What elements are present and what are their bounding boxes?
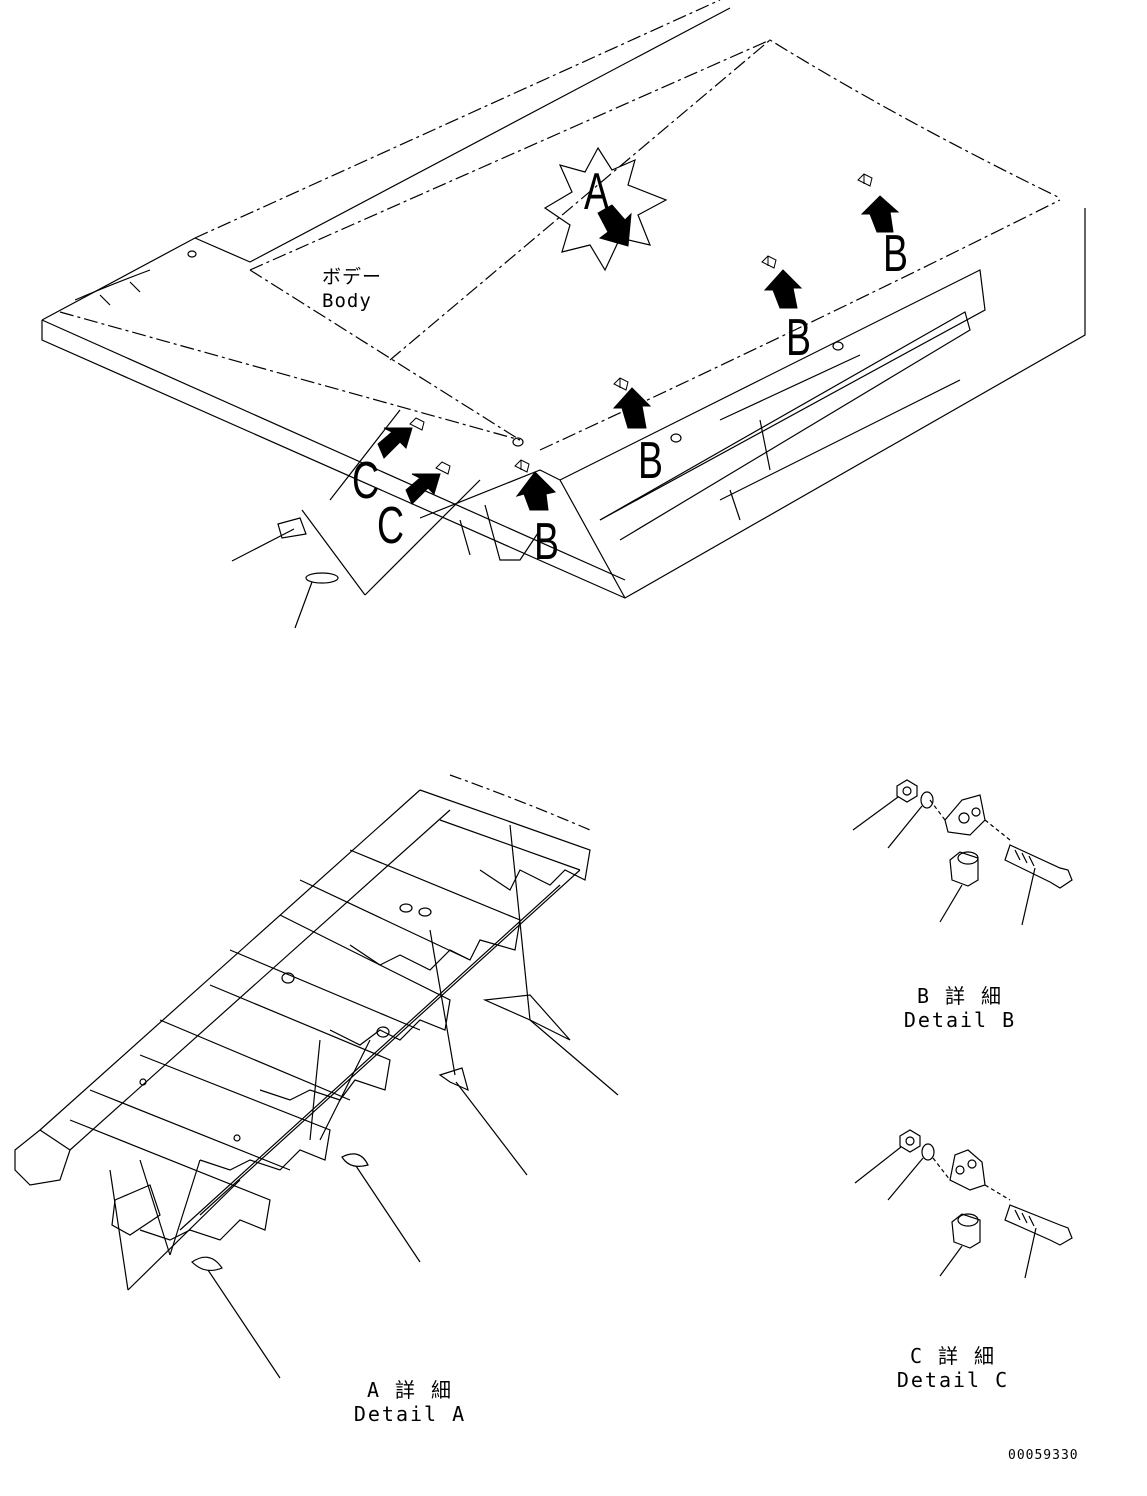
detail-a-caption-en: Detail A [353, 1402, 467, 1426]
callout-b-label-2: B [786, 309, 811, 367]
detail-b-drawing [853, 780, 1072, 925]
body-label-en: Body [322, 290, 372, 312]
arrow-b2-icon [765, 270, 801, 308]
arrow-c2-icon [406, 474, 440, 504]
callout-b-label-1: B [883, 225, 908, 283]
detail-a-drawing [15, 775, 618, 1378]
detail-c-drawing [855, 1130, 1072, 1278]
detail-c-caption-jp: C 詳 細 [909, 1344, 997, 1368]
callout-b-label-3: B [638, 432, 663, 490]
detail-b-caption-jp: B 詳 細 [916, 984, 1004, 1008]
detail-a-caption-jp: A 詳 細 [366, 1378, 454, 1402]
callout-a-label: A [584, 163, 609, 221]
callout-b-label-4: B [534, 513, 559, 571]
arrow-b1-icon [862, 196, 898, 232]
dump-body-drawing [42, 0, 1085, 628]
bracket-glyphs [410, 174, 872, 474]
document-id: 00059330 [1008, 1448, 1079, 1463]
arrow-a-icon [598, 205, 631, 246]
detail-b-caption-en: Detail B [903, 1008, 1017, 1032]
body-label-jp: ボデー [322, 266, 383, 288]
arrow-b4-icon [517, 472, 555, 510]
arrow-b3-icon [614, 388, 650, 428]
callout-c-label-1: C [352, 452, 380, 510]
callout-c-label-2: C [377, 497, 405, 555]
detail-a-starburst [545, 148, 666, 270]
arrow-c1-icon [378, 428, 412, 458]
callout-arrows [378, 196, 898, 510]
detail-c-caption-en: Detail C [896, 1368, 1010, 1392]
